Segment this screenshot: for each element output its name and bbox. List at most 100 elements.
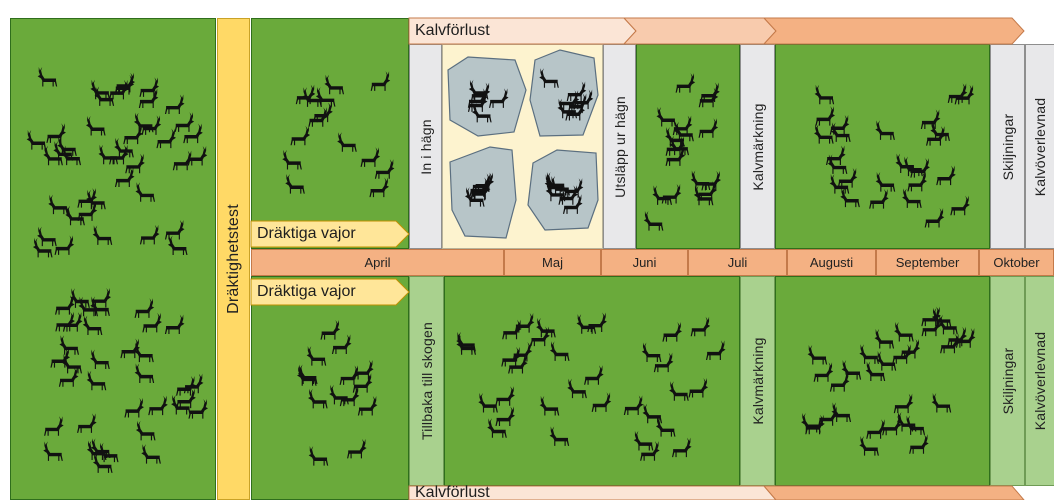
reindeer-icon <box>859 344 879 364</box>
reindeer-icon <box>139 77 160 97</box>
reindeer-icon <box>690 316 711 337</box>
reindeer-icon <box>910 158 930 178</box>
top-release-strip: Utsläpp ur hägn <box>603 44 636 249</box>
reindeer-icon <box>337 132 357 152</box>
reindeer-icon <box>814 124 834 144</box>
reindeer-icon <box>78 296 98 317</box>
reindeer-icon <box>825 145 846 165</box>
reindeer-icon <box>86 370 107 391</box>
reindeer-icon <box>495 386 515 406</box>
reindeer-icon <box>924 208 945 228</box>
reindeer-icon <box>55 311 75 332</box>
reindeer-icon <box>938 314 958 335</box>
reindeer-icon <box>174 112 195 132</box>
reindeer-icon <box>352 373 373 393</box>
reindeer-icon <box>567 93 588 114</box>
reindeer-icon <box>54 235 75 255</box>
reindeer-icon <box>123 124 143 145</box>
reindeer-icon <box>573 89 594 110</box>
top-separation-strip: Skiljningar <box>990 44 1025 249</box>
month-september: September <box>876 249 979 276</box>
reindeer-icon <box>501 346 521 367</box>
reindeer-icon <box>92 225 113 245</box>
bottom-calf-loss-arrow-light <box>408 485 777 500</box>
reindeer-icon <box>86 440 107 461</box>
reindeer-icon <box>655 417 676 437</box>
reindeer-icon <box>539 68 559 88</box>
reindeer-icon <box>167 235 188 256</box>
reindeer-icon <box>488 88 509 108</box>
reindeer-icon <box>700 82 720 103</box>
reindeer-icon <box>313 102 333 123</box>
reindeer-icon <box>48 194 68 215</box>
reindeer-icon <box>120 338 140 359</box>
reindeer-icon <box>114 137 134 158</box>
top-pregnant-flag <box>250 220 410 248</box>
bottom-back-to-forest-strip: Tillbaka till skogen <box>409 276 444 486</box>
reindeer-icon <box>57 136 77 156</box>
bottom-calf-loss-arrow-dark <box>762 485 1025 500</box>
reindeer-icon <box>705 340 726 360</box>
reindeer-icon <box>662 322 682 342</box>
reindeer-icon <box>869 189 889 209</box>
reindeer-icon <box>134 342 154 363</box>
reindeer-icon <box>950 195 970 216</box>
reindeer-icon <box>456 335 476 355</box>
reindeer-icon <box>931 392 952 413</box>
reindeer-icon <box>652 185 672 205</box>
reindeer-icon <box>841 360 862 380</box>
reindeer-icon <box>183 373 204 394</box>
reindeer-icon <box>866 419 886 439</box>
reindeer-icon <box>138 88 159 108</box>
reindeer-icon <box>896 411 917 432</box>
reindeer-icon <box>698 87 719 108</box>
bottom-transfer-strip: Kalvöverlevnad <box>1025 276 1054 486</box>
reindeer-icon <box>661 183 682 204</box>
reindeer-icon <box>874 328 895 349</box>
top-in-pen-strip: In i hägn <box>409 44 442 249</box>
reindeer-icon <box>156 128 177 149</box>
reindeer-icon <box>109 144 129 165</box>
reindeer-icon <box>135 182 156 202</box>
bottom-pregnant-flag <box>250 278 410 306</box>
reindeer-icon <box>545 172 566 192</box>
month-june: Juni <box>601 249 688 276</box>
top-marking-strip: Kalvmärkning <box>740 44 775 249</box>
reindeer-icon <box>693 185 714 206</box>
reindeer-icon <box>86 189 106 210</box>
reindeer-icon <box>875 120 895 140</box>
reindeer-icon <box>566 81 587 101</box>
reindeer-icon <box>954 84 975 105</box>
top-pregnant-label: Dräktiga vajor <box>257 225 356 242</box>
reindeer-icon <box>32 237 53 258</box>
reindeer-icon <box>360 147 381 167</box>
reindeer-icon <box>90 79 110 100</box>
reindeer-icon <box>640 441 660 461</box>
reindeer-icon <box>369 177 389 198</box>
month-august: Augusti <box>787 249 876 276</box>
reindeer-icon <box>876 351 897 371</box>
bottom-marking-strip: Kalvmärkning <box>740 276 775 486</box>
reindeer-icon <box>545 181 566 202</box>
reindeer-icon <box>669 381 689 401</box>
reindeer-icon <box>26 130 47 150</box>
reindeer-icon <box>893 393 914 414</box>
reindeer-icon <box>114 167 135 187</box>
bottom-summer-field <box>444 276 740 486</box>
reindeer-icon <box>164 314 185 335</box>
reindeer-icon <box>672 437 692 458</box>
reindeer-icon <box>98 144 119 165</box>
reindeer-icon <box>675 73 696 93</box>
reindeer-icon <box>306 346 327 366</box>
reindeer-icon <box>656 107 677 127</box>
reindeer-icon <box>875 172 896 192</box>
reindeer-icon <box>357 395 378 416</box>
reindeer-icon <box>907 171 927 192</box>
reindeer-icon <box>302 87 322 107</box>
reindeer-icon <box>514 313 535 333</box>
reindeer-icon <box>187 145 208 166</box>
reindeer-icon <box>587 312 607 333</box>
bottom-autumn-field <box>775 276 990 486</box>
reindeer-icon <box>623 395 644 415</box>
reindeer-icon <box>539 395 560 416</box>
